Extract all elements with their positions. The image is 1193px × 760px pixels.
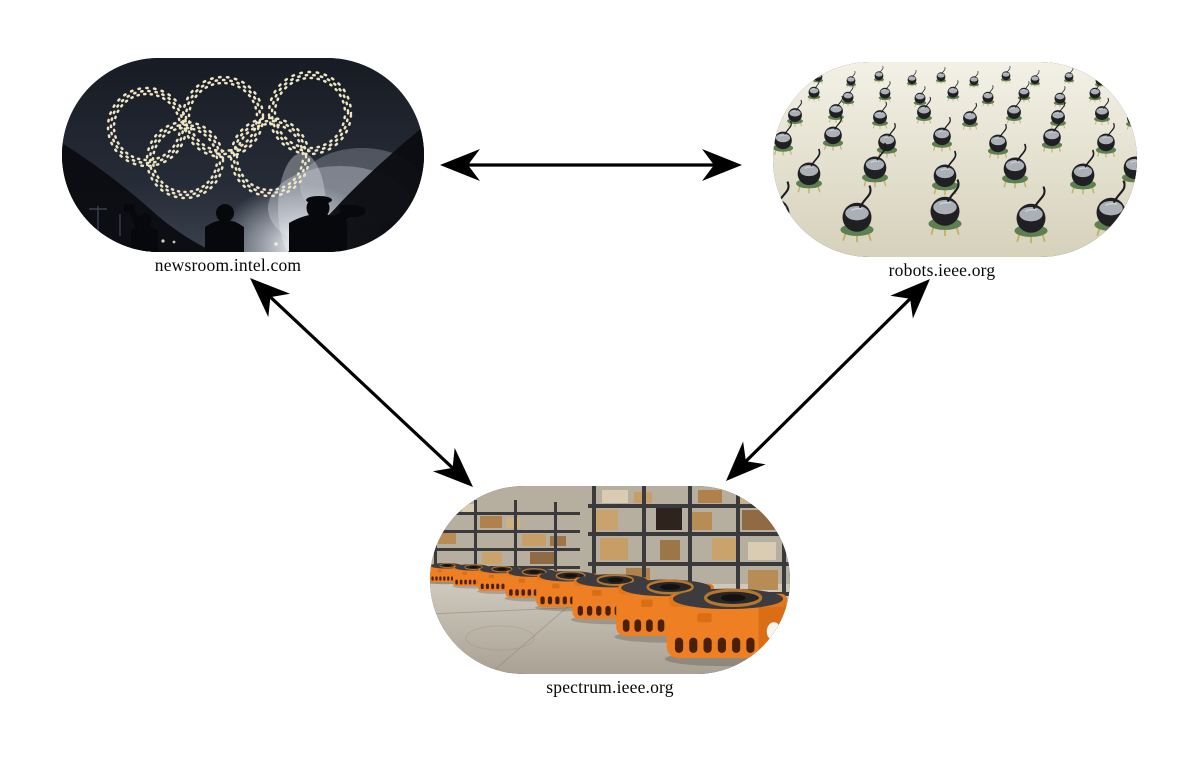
- warehouse-shelves-right: [588, 486, 790, 618]
- arrow-intel-robots: [440, 149, 742, 181]
- kilobot-swarm-illustration: [773, 62, 1137, 257]
- intel-caption: newsroom.intel.com: [154, 255, 302, 275]
- arrowhead-down-right: [432, 447, 473, 487]
- spectator-silhouettes: [124, 196, 366, 252]
- arrow-robots-spectrum: [726, 279, 930, 481]
- arrowhead-left: [440, 149, 480, 181]
- mountains: [62, 126, 424, 252]
- drone-light-show-image: [62, 58, 424, 252]
- lamp-post: [89, 206, 121, 236]
- arrow-intel-spectrum: [250, 278, 473, 487]
- arrowhead-up-right: [890, 279, 930, 319]
- spectrum-caption: spectrum.ieee.org: [546, 677, 674, 697]
- person-with-camera: [289, 196, 366, 252]
- node-robots: robots.ieee.org: [773, 62, 1137, 281]
- arrowhead-up-left: [250, 278, 291, 318]
- robots-caption: robots.ieee.org: [888, 260, 996, 280]
- kilobot-swarm-image: [773, 62, 1137, 257]
- arrow-intel-spectrum-shaft: [269, 295, 454, 470]
- ring-3: [267, 70, 353, 156]
- ring-4: [145, 120, 225, 200]
- drone-light-show-illustration: [62, 58, 424, 252]
- kiva-robots-image: [430, 486, 790, 674]
- arrow-robots-spectrum-shaft: [744, 297, 912, 463]
- arrowhead-down-left: [726, 441, 766, 481]
- node-intel: newsroom.intel.com: [62, 58, 424, 276]
- arrowhead-right: [702, 149, 742, 181]
- olympic-rings-drones: [106, 70, 353, 200]
- person-center: [205, 204, 244, 252]
- kiva-robots-illustration: [430, 486, 790, 674]
- node-spectrum: spectrum.ieee.org: [430, 486, 790, 698]
- person-with-phone: [124, 204, 158, 252]
